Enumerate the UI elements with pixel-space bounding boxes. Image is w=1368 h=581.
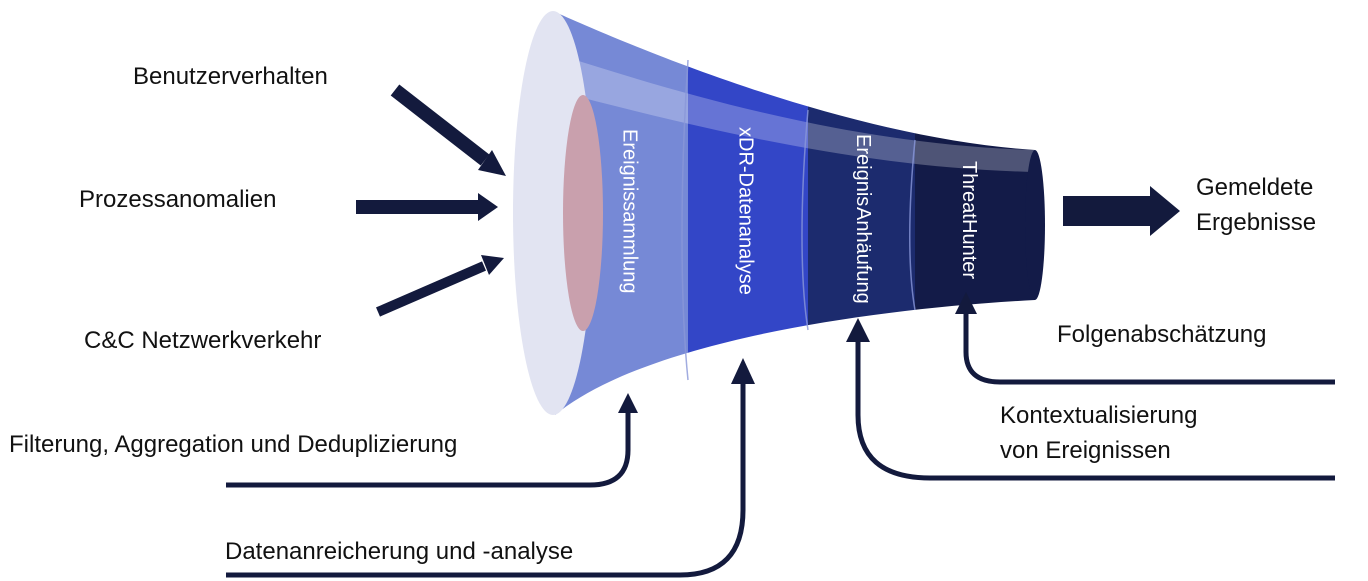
stage-ereignis-anhaeufung: Ereignis Anhäufung (838, 134, 888, 303)
label-benutzerverhalten: Benutzerverhalten (133, 63, 328, 90)
output-arrow (1063, 186, 1180, 236)
funnel-mouth-inner (563, 95, 603, 331)
arrow-kontext (855, 340, 1335, 481)
segment-dividers (681, 59, 916, 381)
arrow-head-benutzerverhalten (478, 150, 506, 176)
arrow-head-cc (481, 255, 504, 275)
arrow-benutzerverhalten (390, 84, 490, 166)
label-folgenabschaetzung: Folgenabschätzung (1057, 321, 1267, 348)
arrow-anreicherung (226, 382, 746, 578)
label-output-line2: Ergebnisse (1196, 209, 1317, 236)
arrow-cc (376, 261, 486, 317)
stage-anhaeufung-line2: Anhäufung (852, 206, 874, 304)
input-arrows (356, 84, 506, 317)
stage-ereignissammlung-label: Ereignissammlung (618, 128, 641, 294)
funnel-end (1025, 150, 1045, 300)
label-prozessanomalien: Prozessanomalien (79, 186, 277, 213)
stage-hunter-line2: Hunter (958, 218, 980, 279)
segment-threat-hunter (915, 12, 1035, 415)
label-cc-netzwerkverkehr: C&C Netzwerkverkehr (84, 327, 322, 354)
label-kontextualisierung-line1: Kontextualisierung (1000, 402, 1198, 429)
label-kontextualisierung-line2: von Ereignissen (1000, 437, 1171, 464)
funnel-highlight (560, 55, 1035, 172)
arrow-filterung (226, 410, 631, 488)
stage-anhaeufung-line1: Ereignis (852, 134, 874, 207)
stage-hunter-line1: Threat (958, 161, 980, 219)
process-arrow-heads (618, 292, 977, 413)
arrow-head-prozessanomalien (478, 193, 498, 221)
arrow-folgen (963, 312, 1335, 385)
label-filterung: Filterung, Aggregation und Deduplizierun… (9, 431, 458, 458)
stage-xdr-datenanalyse-label: xDR-Datenanalyse (734, 127, 757, 295)
label-anreicherung: Datenanreicherung und -analyse (225, 538, 574, 565)
label-output-line1: Gemeldete (1196, 174, 1314, 201)
stage-xdr-datenanalyse: xDR-Datenanalyse (730, 100, 760, 322)
stage-ereignissammlung: Ereignissammlung (614, 100, 644, 322)
stage-threat-hunter: Threat Hunter (944, 161, 994, 279)
process-arrows (226, 312, 1335, 578)
